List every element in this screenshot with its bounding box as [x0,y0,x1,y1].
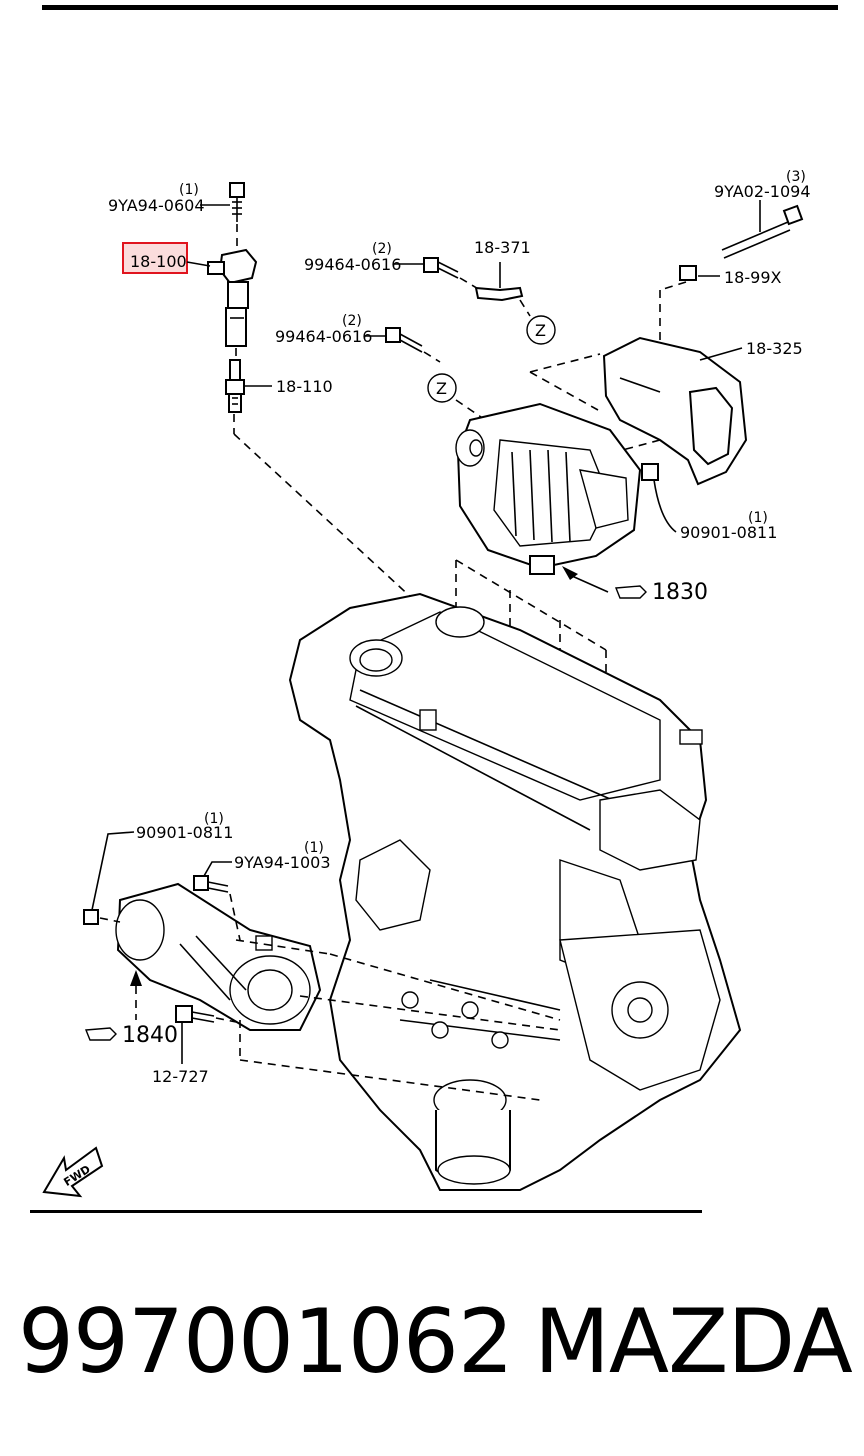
brand-name: MAZDA [534,1290,853,1393]
hand-pointer-starter-icon [84,1027,117,1041]
alt-ref: 1830 [652,580,708,605]
bolt-top-qty: (1) [179,182,199,198]
nut-alt-part: 90901-0811 [680,523,777,542]
top-rule [42,5,838,10]
coil-part: 18-100 [130,252,187,271]
alternator-icon [455,402,642,575]
nut-starter-part: 90901-0811 [136,823,233,842]
spark-plug-icon [225,359,245,413]
long-bolt-icon [721,204,804,259]
engine-block-icon [288,592,742,1191]
plug-part: 18-110 [276,377,333,396]
bolt-top-part: 9YA94-0604 [108,196,205,215]
bolt-top-icon [229,182,245,222]
part-number: 997001062 [18,1290,514,1393]
nut-clip-icon [679,265,697,281]
bolt-a-icon [423,257,459,279]
starter-ref: 1840 [122,1023,178,1048]
cover-part: 18-325 [746,339,803,358]
z-upper-label: Z [535,321,546,340]
nut-alt-icon [641,463,659,481]
bolt-starter-part: 9YA94-1003 [234,853,331,872]
bolt-low-icon [175,1005,215,1023]
bolt-a-qty: (2) [372,241,392,257]
bottom-rule [30,1210,702,1213]
coil-highlight-box [122,242,188,274]
bolt-starter-qty: (1) [304,840,324,856]
starter-motor-icon [115,882,322,1031]
bolt-b-icon [385,327,423,353]
fwd-arrow-icon [42,1146,104,1198]
cover-icon [602,336,748,486]
bolt-low-part: 12-727 [152,1067,209,1086]
long-bolt-qty: (3) [786,169,806,185]
hand-pointer-icon [614,585,647,599]
bolt-a-part: 99464-0616 [304,255,401,274]
ignition-coil-icon [207,248,258,347]
nut-starter-icon [83,909,99,925]
bolt-starter-icon [193,875,229,893]
nut-starter-qty: (1) [204,811,224,827]
bracket-icon [474,262,524,302]
z-lower-label: Z [436,379,447,398]
bolt-b-qty: (2) [342,313,362,329]
bolt-b-part: 99464-0616 [275,327,372,346]
long-bolt-part: 9YA02-1094 [714,182,811,201]
nut-alt-qty: (1) [748,510,768,526]
nut-clip-part: 18-99X [724,268,781,287]
bracket-part: 18-371 [474,238,531,257]
